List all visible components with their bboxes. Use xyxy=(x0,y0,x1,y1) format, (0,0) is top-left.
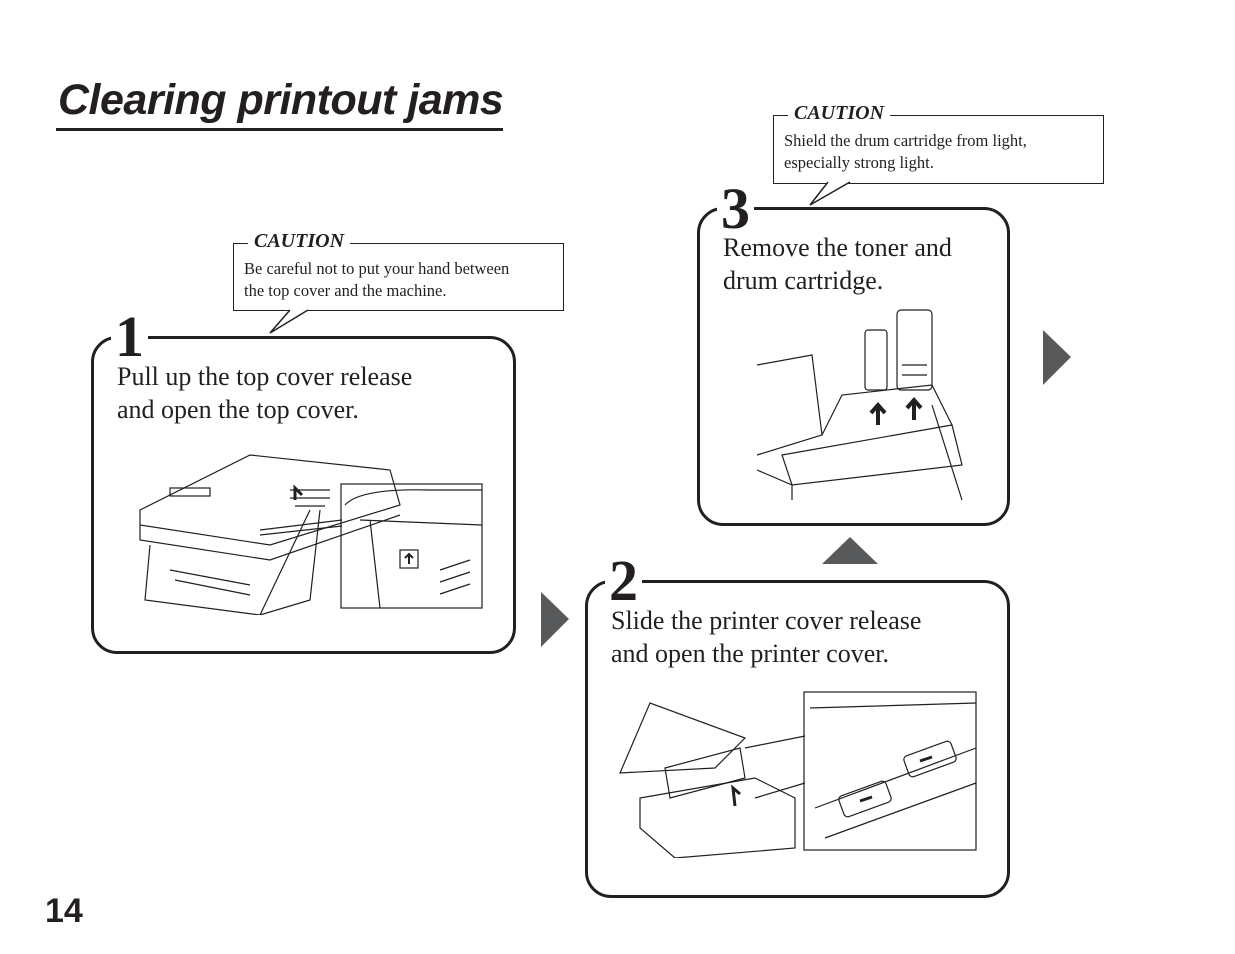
step-number: 2 xyxy=(605,552,642,610)
step-instruction: Pull up the top cover release and open t… xyxy=(117,360,412,426)
caution-box-step-1: CAUTION Be careful not to put your hand … xyxy=(233,230,564,311)
instruction-line: and open the top cover. xyxy=(117,395,359,424)
step-1-box xyxy=(91,336,516,654)
fax-machine-top-cover-illustration xyxy=(139,454,483,615)
next-step-arrow xyxy=(541,592,569,647)
caution-pointer xyxy=(809,181,851,206)
instruction-line: and open the printer cover. xyxy=(611,639,889,668)
page-number: 14 xyxy=(45,892,83,930)
instruction-line: Remove the toner and xyxy=(723,233,952,262)
caution-line: Shield the drum cartridge from light, xyxy=(784,131,1027,150)
toner-drum-removal-illustration xyxy=(756,309,963,500)
step-number: 3 xyxy=(717,180,754,238)
title-underline xyxy=(56,128,503,131)
caution-pointer xyxy=(269,309,309,334)
step-3-box xyxy=(697,207,1010,526)
step-instruction: Remove the toner and drum cartridge. xyxy=(723,231,952,297)
caution-label: CAUTION xyxy=(248,230,351,253)
instruction-line: drum cartridge. xyxy=(723,266,884,295)
caution-box-step-3: CAUTION Shield the drum cartridge from l… xyxy=(773,102,1104,184)
page-title: Clearing printout jams xyxy=(58,76,504,124)
next-step-arrow-up xyxy=(822,537,878,564)
caution-line: Be careful not to put your hand between xyxy=(244,259,510,278)
step-2-box xyxy=(585,580,1010,898)
step-number: 1 xyxy=(111,308,148,366)
step-instruction: Slide the printer cover release and open… xyxy=(611,604,921,670)
instruction-line: Pull up the top cover release xyxy=(117,362,413,391)
caution-label: CAUTION xyxy=(788,102,891,125)
instruction-line: Slide the printer cover release xyxy=(611,606,922,635)
next-page-arrow xyxy=(1043,330,1071,385)
caution-line: the top cover and the machine. xyxy=(244,281,447,300)
caution-text: Shield the drum cartridge from light, es… xyxy=(784,130,1027,174)
caution-line: especially strong light. xyxy=(784,153,934,172)
printer-cover-illustration xyxy=(619,691,977,858)
caution-text: Be careful not to put your hand between … xyxy=(244,258,509,302)
